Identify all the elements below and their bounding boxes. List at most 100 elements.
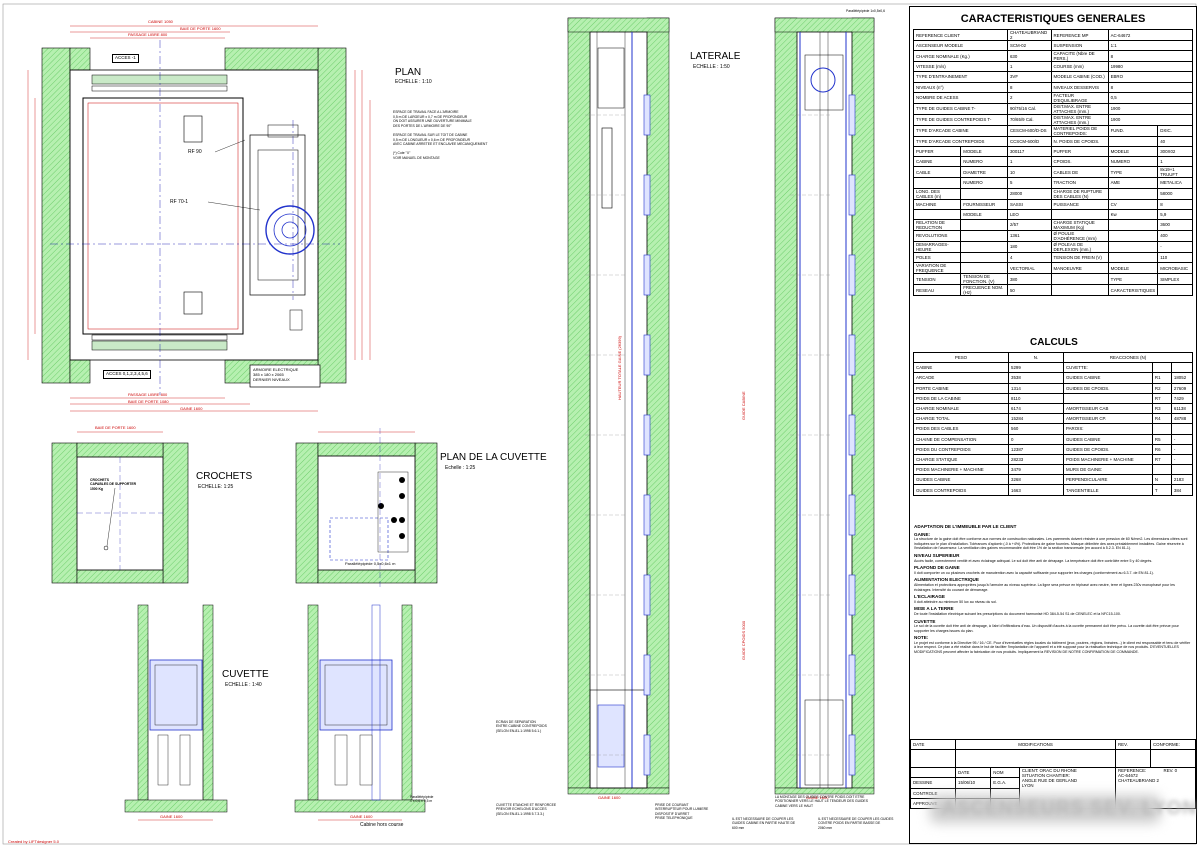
tb-modifications-label: MODIFICATIONS xyxy=(955,738,1116,751)
tb-situation-2: LYON xyxy=(1021,783,1034,789)
landing-door-mark xyxy=(848,174,856,216)
plan-note-line: ESPACE DE TRAVAIL FACE A L'ARMOIRE xyxy=(393,110,459,114)
characteristics-cell: NUMERO xyxy=(960,156,1008,168)
cuvette-elevation-2 xyxy=(294,604,426,821)
characteristics-cell: PUISSANCE xyxy=(1050,198,1109,210)
calculs-cell: 3268 xyxy=(1008,474,1064,486)
characteristics-cell: 8 xyxy=(1006,81,1052,93)
calculs-cell: 61138 xyxy=(1170,402,1194,415)
landing-door-mark xyxy=(848,494,856,536)
plan-door-bottom xyxy=(91,340,228,351)
characteristics-cell: 1 xyxy=(1157,156,1193,168)
characteristics-cell xyxy=(960,251,1008,264)
characteristics-cell: RESEAU xyxy=(912,284,962,297)
plan-machine-pulley xyxy=(265,205,315,255)
characteristics-cell: FUND. xyxy=(1107,124,1159,137)
characteristics-cell: VARIATION DE FREQUENCE xyxy=(912,262,962,275)
calculs-cell xyxy=(1063,392,1153,404)
characteristics-cell: POLES xyxy=(912,251,962,264)
characteristics-cell: CABLES DE xyxy=(1050,166,1109,179)
cuvette-elevation-1 xyxy=(124,604,228,821)
characteristics-cell: NOMBRE DE ACESS xyxy=(913,91,1008,104)
calculs-cell: POIDS DES CABLES xyxy=(913,423,1009,435)
calculs-cell: POIDS MACHINERIE + MACHINE xyxy=(1063,453,1153,466)
montage-note: LA MONTAGE DES GUIDES CONTRE POIDS DOIT … xyxy=(775,795,868,808)
characteristics-cell: VITESSE (m/s) xyxy=(913,61,1008,73)
calculs-cell: R2 xyxy=(1151,382,1172,394)
calculs-cell: R7 xyxy=(1151,453,1172,466)
characteristics-cell: CABLE xyxy=(912,166,962,179)
calculs-cell xyxy=(1151,464,1172,476)
note-heading: L'ECLAIRAGE xyxy=(914,594,945,600)
calculs-cell: PORTE CABINE xyxy=(913,382,1009,394)
characteristics-cell xyxy=(1050,208,1109,220)
calculs-cell xyxy=(1170,362,1194,374)
characteristics-cell xyxy=(960,229,1008,242)
characteristics-cell: NUMERO xyxy=(1107,156,1159,168)
characteristics-cell: - xyxy=(1157,240,1193,253)
characteristics-cell: TYPE DE GUIDES CONTREPOIDS T- xyxy=(913,113,1008,126)
tb-rev-label: REV. xyxy=(1115,738,1151,751)
plan-passage-bottom: PASSAGE LIBRE 800 xyxy=(128,392,168,397)
characteristics-cell xyxy=(1107,229,1159,242)
note-paragraph: Le projet est conforme à la Directive 95… xyxy=(914,640,1191,655)
title-block: DATE MODIFICATIONS REV. CONFORME: DATE N… xyxy=(910,738,1196,809)
tb-situation-1: ANGLE RUE DE GERLAND xyxy=(1021,778,1078,784)
laterale-hauteur-totale: HAUTEUR TOTALE GAINE (26399) xyxy=(617,335,622,400)
calculs-cell xyxy=(1170,464,1194,476)
landing-door-mark xyxy=(643,254,651,296)
characteristics-cell: TENSION xyxy=(912,273,962,286)
characteristics-cell: CPOIDS. xyxy=(1050,156,1109,168)
calculs-cell: R1 xyxy=(1151,372,1172,384)
landing-door-mark xyxy=(848,334,856,376)
tb-situation-label: SITUATION CHANTIER: xyxy=(1021,773,1070,779)
characteristics-cell: TRACTION xyxy=(1050,177,1109,189)
characteristics-cell: METALICA xyxy=(1157,177,1193,189)
calculs-cell: POIDS DE LA CABINE xyxy=(913,392,1009,404)
plan-wall-right xyxy=(317,47,347,384)
characteristics-cell: 1:1 xyxy=(1107,39,1194,52)
characteristics-cell: FACTEUR D'EQUILIBRAGE xyxy=(1050,91,1109,104)
characteristics-cell: MODELE CABINE (COD.) xyxy=(1050,71,1109,83)
characteristics-cell: 19980 xyxy=(1107,61,1194,73)
characteristics-cell: TENSION DE FREIN (V) xyxy=(1050,251,1109,264)
characteristics-cell: 90/75/16 Cal. xyxy=(1006,102,1052,115)
landing-door-mark xyxy=(643,494,651,536)
characteristics-cell: 1 xyxy=(1006,156,1052,168)
characteristics-cell: LEO xyxy=(1006,208,1052,220)
characteristics-cell: 28000 xyxy=(1006,187,1052,200)
landing-door-mark xyxy=(643,334,651,376)
laterale-parallelepipede-top: Parallélépipède 1x0,5x0,6 xyxy=(846,9,886,13)
plan-note-line: 0,5 m DE LONGUEUR x 0,6 m DE PROFONDEUR xyxy=(393,137,471,142)
characteristics-cell: SCM-02 xyxy=(1006,39,1052,52)
calculs-cell: GUIDES DE CPOIDS. xyxy=(1063,443,1153,455)
note-paragraph: Alimentation et protections appropriées … xyxy=(914,582,1175,592)
plan-title: PLAN xyxy=(395,67,422,78)
characteristics-cell: NIVEAUX (n°) xyxy=(913,81,1008,93)
characteristics-cell: DXIC. xyxy=(1157,124,1193,137)
characteristics-cell: REFERENCE CLIENT xyxy=(913,29,1008,41)
characteristics-cell: 70/65/9 Cal. xyxy=(1006,113,1052,126)
characteristics-cell xyxy=(912,177,962,189)
characteristics-cell: 2 xyxy=(1006,91,1052,104)
tb-reference: AC-64672 xyxy=(1118,773,1138,779)
characteristics-cell: 110 xyxy=(1157,251,1193,264)
characteristics-cell: TYPE DE GUIDES CABINE T- xyxy=(913,102,1008,115)
